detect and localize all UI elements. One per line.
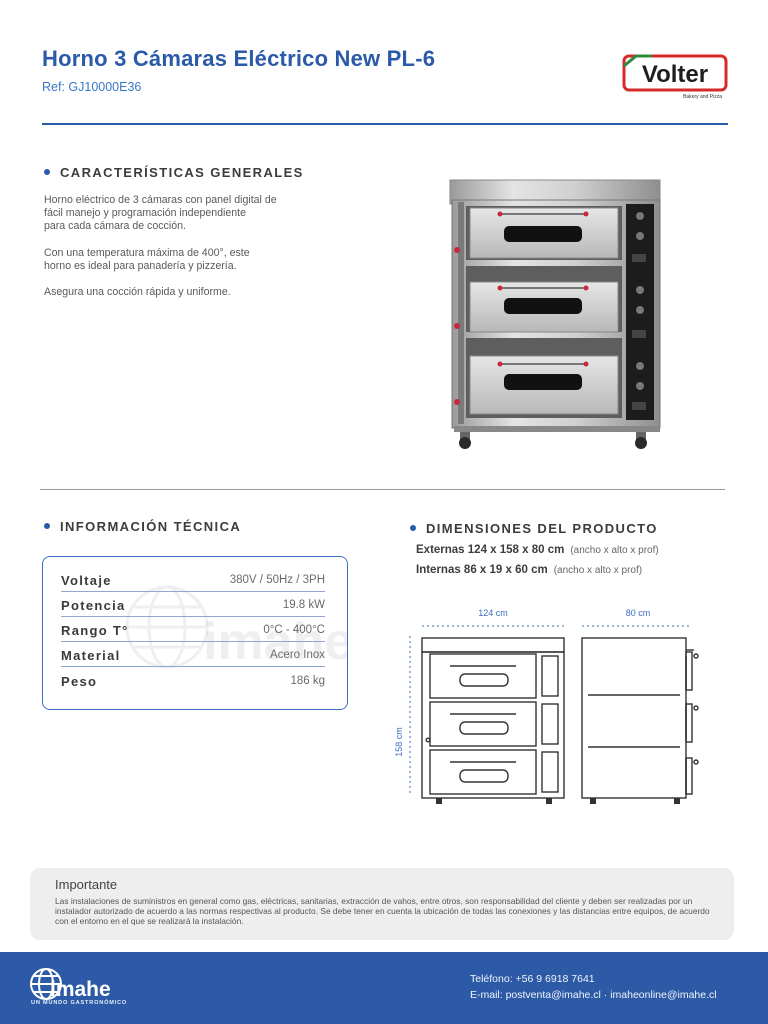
important-notice: Importante Las instalaciones de suminist…: [30, 868, 734, 940]
general-paragraph-1: Horno eléctrico de 3 cámaras con panel d…: [44, 194, 277, 233]
volter-tagline: Bakery and Pizza: [683, 94, 722, 100]
dimension-note: (ancho x alto x prof): [570, 545, 659, 556]
imahe-watermark: imahe: [125, 585, 348, 671]
imahe-logo: imahe: [30, 968, 111, 1001]
important-title: Importante: [55, 877, 118, 892]
spec-value: 380V / 50Hz / 3PH: [229, 574, 325, 586]
external-dimensions-value: Externas 124 x 158 x 80 cm: [416, 544, 565, 556]
oven-product-image: [449, 179, 661, 449]
dimensions-heading-text: DIMENSIONES DEL PRODUCTO: [426, 521, 658, 536]
footer-phone: Teléfono: +56 9 6918 7641: [470, 973, 595, 985]
text-line: fácil manejo y programación independient…: [44, 207, 246, 219]
spec-value: 0°C - 400°C: [263, 624, 325, 636]
width-label: 124 cm: [478, 608, 508, 618]
dimensions-heading: DIMENSIONES DEL PRODUCTO: [410, 521, 658, 536]
footer-email: E-mail: postventa@imahe.cl · imaheonline…: [470, 989, 717, 1001]
general-paragraph-3: Asegura una cocción rápida y uniforme.: [44, 286, 231, 299]
section-divider: [40, 489, 725, 490]
internal-dimensions: Internas 86 x 19 x 60 cm (ancho x alto x …: [416, 564, 642, 576]
technical-heading-text: INFORMACIÓN TÉCNICA: [60, 519, 242, 534]
spec-row: Potencia 19.8 kW: [61, 592, 325, 617]
important-text: Las instalaciones de suministros en gene…: [55, 896, 710, 927]
general-heading: CARACTERÍSTICAS GENERALES: [44, 165, 304, 180]
text-line: para cada cámara de cocción.: [44, 220, 186, 232]
internal-dimensions-value: Internas 86 x 19 x 60 cm: [416, 564, 548, 576]
page-title: Horno 3 Cámaras Eléctrico New PL-6: [42, 46, 436, 71]
text-line: Con una temperatura máxima de 400°, este: [44, 247, 250, 259]
text-line: horno es ideal para panadería y pizzería…: [44, 260, 237, 272]
spec-label: Peso: [61, 674, 98, 689]
text-line: Horno eléctrico de 3 cámaras con panel d…: [44, 194, 277, 206]
depth-label: 80 cm: [626, 608, 651, 618]
imahe-wordmark: imahe: [50, 978, 111, 1001]
spec-row: Material Acero Inox: [61, 642, 325, 667]
product-reference: Ref: GJ10000E36: [42, 80, 142, 94]
spec-row: Voltaje 380V / 50Hz / 3PH: [61, 567, 325, 592]
spec-label: Material: [61, 648, 121, 663]
general-heading-text: CARACTERÍSTICAS GENERALES: [60, 165, 304, 180]
bullet-dot: [410, 524, 416, 531]
external-dimensions: Externas 124 x 158 x 80 cm (ancho x alto …: [416, 544, 659, 556]
bullet-dot: [44, 168, 50, 175]
technical-heading: INFORMACIÓN TÉCNICA: [44, 519, 241, 534]
technical-spec-table: imahe Voltaje 380V / 50Hz / 3PH Potencia…: [42, 556, 348, 710]
footer: imahe UN MUNDO GASTRONÓMICO Teléfono: +5…: [0, 952, 768, 1024]
spec-label: Potencia: [61, 598, 126, 613]
text-line: Asegura una cocción rápida y uniforme.: [44, 286, 231, 298]
dimension-note: (ancho x alto x prof): [553, 565, 643, 576]
spec-value: Acero Inox: [270, 649, 325, 661]
spec-row: Peso 186 kg: [61, 667, 325, 692]
spec-label: Rango T°: [61, 623, 129, 638]
spec-value: 186 kg: [290, 675, 325, 687]
watermark-text: imahe: [203, 613, 348, 671]
volter-wordmark: Volter: [642, 61, 708, 88]
header-divider: [42, 123, 728, 125]
volter-logo: Volter Bakery and Pizza: [622, 54, 728, 100]
footer-tagline: UN MUNDO GASTRONÓMICO: [31, 1000, 128, 1006]
spec-row: Rango T° 0°C - 400°C: [61, 617, 325, 642]
height-label: 158 cm: [394, 727, 404, 757]
bullet-dot: [44, 522, 50, 529]
general-paragraph-2: Con una temperatura máxima de 400°, este…: [44, 247, 250, 273]
spec-label: Voltaje: [61, 573, 112, 588]
spec-value: 19.8 kW: [282, 599, 325, 611]
dimension-drawing: 124 cm 80 cm 158 cm: [394, 608, 699, 804]
